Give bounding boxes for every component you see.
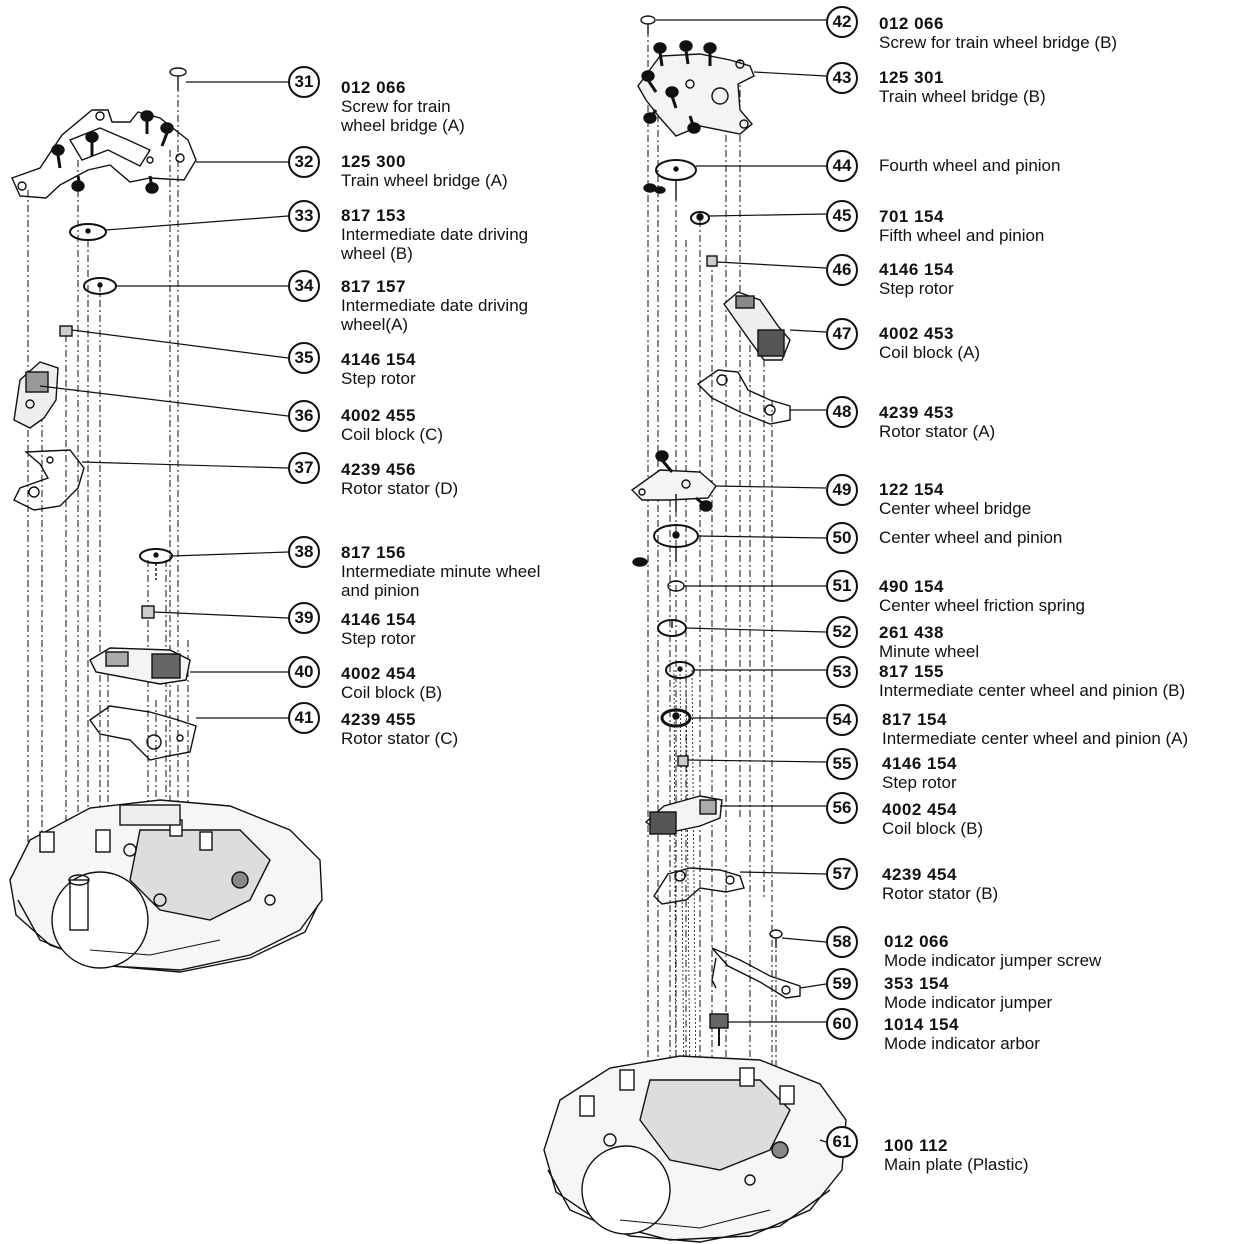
callout-41: 41 bbox=[288, 702, 320, 734]
callout-58: 58 bbox=[826, 926, 858, 958]
callout-60: 60 bbox=[826, 1008, 858, 1040]
callout-57: 57 bbox=[826, 858, 858, 890]
callout-59: 59 bbox=[826, 968, 858, 1000]
callout-55: 55 bbox=[826, 748, 858, 780]
coil-block-c-drawing bbox=[13, 361, 59, 429]
callout-35: 35 bbox=[288, 342, 320, 374]
callout-48: 48 bbox=[826, 396, 858, 428]
callout-43: 43 bbox=[826, 62, 858, 94]
callout-47: 47 bbox=[826, 318, 858, 350]
coil-block-a-drawing bbox=[723, 291, 791, 361]
callout-46: 46 bbox=[826, 254, 858, 286]
callout-34: 34 bbox=[288, 270, 320, 302]
main-plate-left-drawing bbox=[9, 799, 323, 973]
part-50-desc: Center wheel and pinion bbox=[879, 528, 1063, 547]
rotor-stator-c-drawing bbox=[89, 705, 197, 761]
callout-31: 31 bbox=[288, 66, 320, 98]
callout-56: 56 bbox=[826, 792, 858, 824]
callout-50: 50 bbox=[826, 522, 858, 554]
coil-block-b-right-drawing bbox=[644, 795, 723, 835]
rotor-stator-d-drawing bbox=[13, 449, 85, 511]
rotor-stator-b-drawing bbox=[653, 867, 745, 905]
callout-61: 61 bbox=[826, 1126, 858, 1158]
callout-49: 49 bbox=[826, 474, 858, 506]
callout-53: 53 bbox=[826, 656, 858, 688]
mode-indicator-jumper-drawing bbox=[711, 947, 801, 999]
part-44-desc: Fourth wheel and pinion bbox=[879, 156, 1061, 175]
coil-block-b-left-drawing bbox=[89, 647, 191, 685]
rotor-stator-a-drawing bbox=[696, 369, 791, 425]
mode-indicator-arbor-drawing bbox=[709, 1013, 729, 1046]
callout-36: 36 bbox=[288, 400, 320, 432]
callout-39: 39 bbox=[288, 602, 320, 634]
callout-38: 38 bbox=[288, 536, 320, 568]
center-wheel-bridge-drawing bbox=[630, 469, 717, 512]
callout-33: 33 bbox=[288, 200, 320, 232]
callout-32: 32 bbox=[288, 146, 320, 178]
train-wheel-bridge-a-drawing bbox=[11, 109, 197, 199]
callout-44: 44 bbox=[826, 150, 858, 182]
callout-52: 52 bbox=[826, 616, 858, 648]
main-plate-right-drawing bbox=[543, 1055, 847, 1243]
callout-45: 45 bbox=[826, 200, 858, 232]
callout-51: 51 bbox=[826, 570, 858, 602]
callout-42: 42 bbox=[826, 6, 858, 38]
callout-54: 54 bbox=[826, 704, 858, 736]
callout-40: 40 bbox=[288, 656, 320, 688]
callout-37: 37 bbox=[288, 452, 320, 484]
screw-31-drawing bbox=[169, 67, 187, 90]
